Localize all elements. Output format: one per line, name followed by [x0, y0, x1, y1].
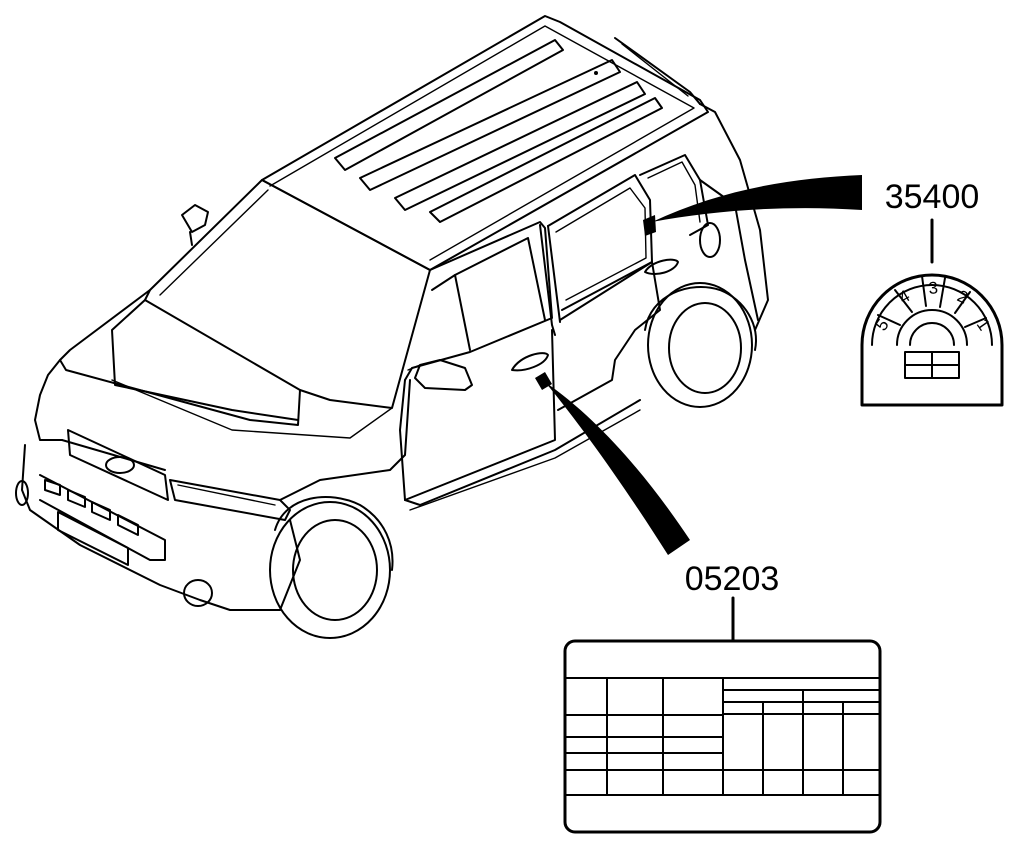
cert-label-marker: [535, 372, 552, 390]
leader-wedge-05203: [545, 382, 690, 555]
tire-label-marker: [643, 215, 656, 236]
tire-pressure-label-diagram: 5 4 3 2 1: [860, 273, 1004, 407]
dial-number-3: 3: [928, 278, 939, 298]
part-number-35400: 35400: [885, 178, 980, 216]
part-number-05203: 05203: [685, 560, 780, 598]
car-illustration: [15, 15, 769, 639]
certification-label-diagram: [563, 639, 882, 834]
leader-wedge-35400: [652, 175, 862, 222]
dial-number-5: 5: [872, 316, 893, 335]
